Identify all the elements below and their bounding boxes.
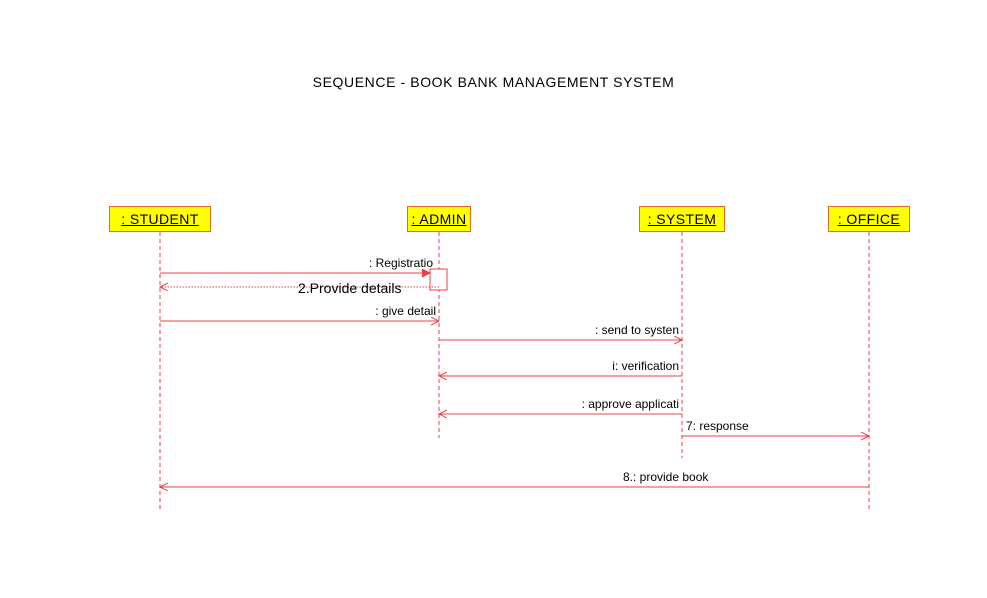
lifeline-label: : ADMIN xyxy=(411,211,467,227)
message-label-7: 7: response xyxy=(686,419,749,433)
message-label-text: : Registratio xyxy=(368,256,433,270)
message-label-8: 8.: provide book xyxy=(623,470,709,484)
lifeline-header-system[interactable]: : SYSTEM xyxy=(639,206,725,232)
lifeline-label: : STUDENT xyxy=(121,211,199,227)
message-label-5: i: verification xyxy=(599,359,679,373)
message-label-text: i: verification xyxy=(612,359,679,373)
lifeline-header-office[interactable]: : OFFICE xyxy=(828,206,910,232)
message-label-1: : Registratio xyxy=(357,256,433,270)
message-label-text: : send to systen xyxy=(594,323,679,337)
message-label-6: : approve applicati xyxy=(559,397,679,411)
lifeline-header-admin[interactable]: : ADMIN xyxy=(407,206,471,232)
message-label-4: : send to systen xyxy=(579,323,679,337)
lifeline-label: : OFFICE xyxy=(837,211,901,227)
lifeline-header-student[interactable]: : STUDENT xyxy=(109,206,211,232)
activation-box-admin xyxy=(429,268,448,291)
message-label-text: : approve applicati xyxy=(581,397,679,411)
lifeline-label: : SYSTEM xyxy=(647,211,717,227)
message-label-text: : give detail xyxy=(375,304,436,318)
message-label-3: : give detail xyxy=(366,304,436,318)
diagram-title: SEQUENCE - BOOK BANK MANAGEMENT SYSTEM xyxy=(312,74,675,90)
message-label-2: 2.Provide details xyxy=(298,280,402,296)
